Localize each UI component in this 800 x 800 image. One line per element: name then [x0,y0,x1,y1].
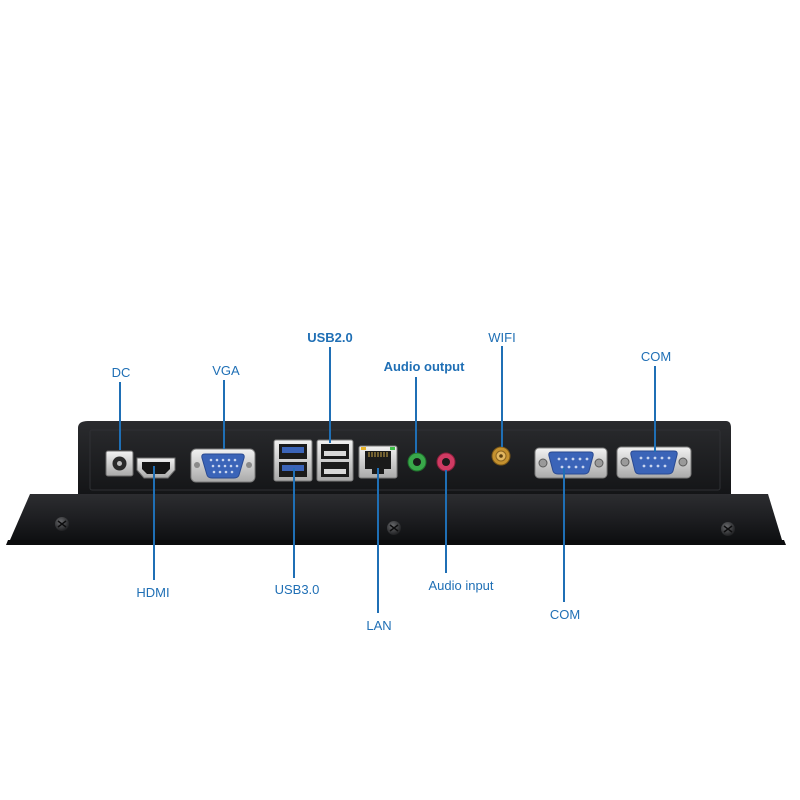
com-port-right [616,446,692,479]
mounting-flange [10,494,782,540]
usb2-ports [316,439,354,482]
label-com-bottom: COM [550,607,580,622]
audio-input-jack [436,452,456,472]
callout-lines [119,346,656,613]
screw-slot [57,520,67,528]
label-usb20: USB2.0 [307,330,353,345]
rear-panel-inset [89,429,721,491]
label-audio-input: Audio input [428,578,493,593]
label-wifi: WIFI [488,330,515,345]
label-vga: VGA [212,363,240,378]
screw-slot [723,525,733,533]
label-dc: DC [112,365,131,380]
label-usb30: USB3.0 [275,582,320,597]
wifi-antenna-connector [491,446,511,466]
label-hdmi: HDMI [136,585,169,600]
label-com-top: COM [641,349,671,364]
com-port-left [534,447,608,479]
vga-port [190,448,256,483]
hdmi-port [136,457,176,479]
label-audio-output: Audio output [384,359,466,374]
labels: DC VGA USB2.0 Audio output WIFI COM HDMI… [112,330,672,633]
chassis [6,421,786,545]
label-lan: LAN [366,618,391,633]
screw-slot [389,524,399,532]
flange-edge [6,540,786,545]
lan-port [358,445,398,479]
dc-port [105,450,134,477]
audio-output-jack [407,452,427,472]
